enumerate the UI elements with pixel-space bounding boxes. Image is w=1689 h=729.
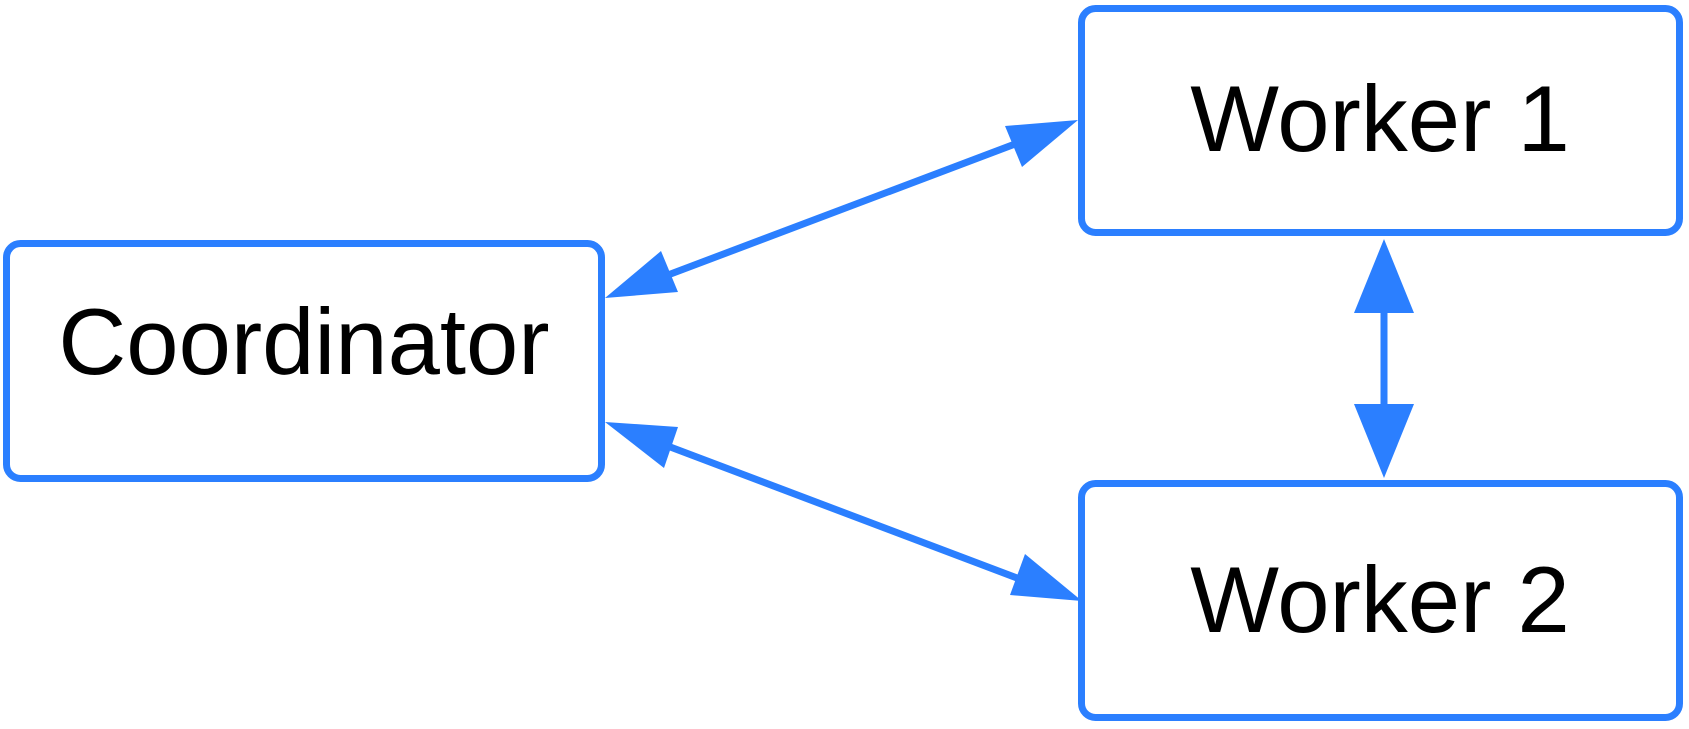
edge-coordinator-worker1-arrowhead-right <box>1005 120 1078 167</box>
edge-coordinator-worker2-arrowhead-left <box>605 422 678 468</box>
edge-worker1-worker2-arrowhead-up <box>1354 239 1414 313</box>
edge-worker1-worker2-arrowhead-down <box>1354 404 1414 478</box>
edge-coordinator-worker1[interactable] <box>605 120 1078 298</box>
node-worker2-box <box>1078 480 1683 721</box>
node-coordinator-label: Coordinator <box>58 289 549 394</box>
node-coordinator-box <box>3 240 605 482</box>
node-worker2-label: Worker 2 <box>1190 547 1570 652</box>
edge-coordinator-worker2-line <box>663 441 1027 585</box>
node-worker2[interactable]: Worker 2 <box>1078 480 1683 721</box>
edge-coordinator-worker1-line <box>658 137 1025 282</box>
node-worker1[interactable]: Worker 1 <box>1078 5 1683 236</box>
node-coordinator[interactable]: Coordinator <box>3 240 605 482</box>
edge-coordinator-worker2-arrowhead-right <box>1010 554 1082 601</box>
node-worker1-box <box>1078 5 1683 236</box>
edge-coordinator-worker2[interactable] <box>605 422 1082 601</box>
edge-worker1-worker2[interactable] <box>1354 239 1414 478</box>
edge-coordinator-worker1-arrowhead-left <box>605 251 678 298</box>
node-worker1-label: Worker 1 <box>1190 66 1570 171</box>
